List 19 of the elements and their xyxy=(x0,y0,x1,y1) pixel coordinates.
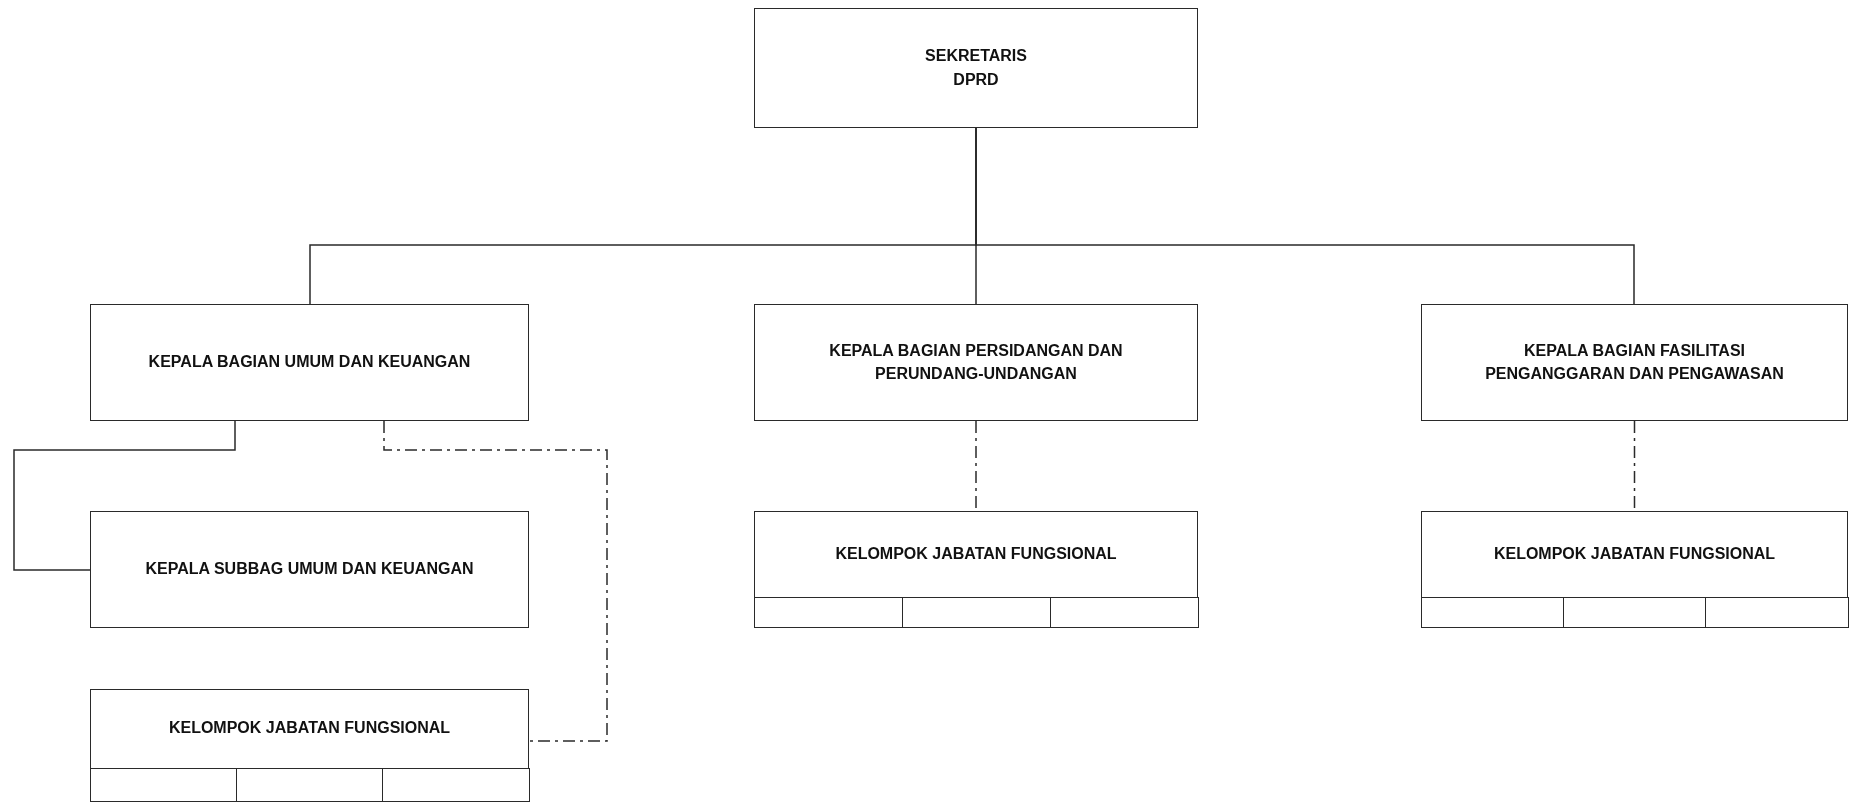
box-title: SEKRETARIS DPRD xyxy=(924,46,1028,90)
org-box xyxy=(90,511,529,628)
box-title: KEPALA BAGIAN FASILITASI PENGANGGARAN DAN PENGAWASAN xyxy=(1484,340,1785,384)
box-title: KEPALA BAGIAN PERSIDANGAN DAN PERUNDANG-UNDANGAN xyxy=(828,340,1124,384)
box-title: KELOMPOK JABATAN FUNGSIONAL xyxy=(168,718,451,739)
box-title: KELOMPOK JABATAN FUNGSIONAL xyxy=(1493,543,1776,564)
dash-dot-connector xyxy=(383,420,608,742)
connector-line xyxy=(975,127,1635,305)
box-title: KELOMPOK JABATAN FUNGSIONAL xyxy=(835,543,1117,564)
org-box xyxy=(754,304,1198,421)
org-box xyxy=(1421,511,1848,627)
org-box xyxy=(754,8,1198,128)
org-box xyxy=(90,304,529,421)
org-box xyxy=(1421,304,1848,421)
box-title: KEPALA SUBBAG UMUM DAN KEUANGAN xyxy=(145,559,474,580)
org-box xyxy=(90,689,529,801)
org-box xyxy=(754,511,1198,627)
box-title: KEPALA BAGIAN UMUM DAN KEUANGAN xyxy=(148,352,471,373)
connector-line xyxy=(13,420,236,571)
